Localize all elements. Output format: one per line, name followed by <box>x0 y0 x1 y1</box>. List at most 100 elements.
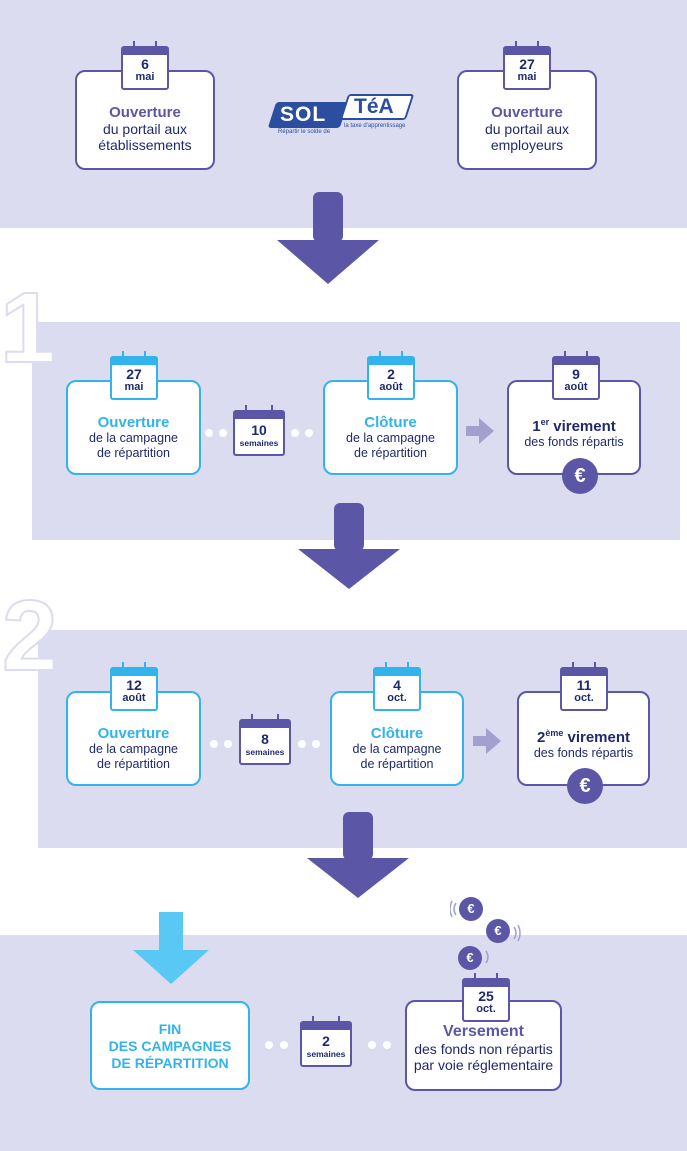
right-arrow-icon <box>473 728 501 754</box>
logo-tagline-left: Répartir le solde de <box>278 129 331 135</box>
calendar-icon: 12 août <box>110 662 158 711</box>
euro-coin-icon: € <box>567 768 603 804</box>
title-prefix: 1 <box>532 418 541 435</box>
euro-coin-icon: € <box>486 919 510 943</box>
calendar-day: 27 <box>519 56 535 72</box>
calendar-month: mai <box>517 71 537 83</box>
calendar-icon: 9 août <box>552 351 600 400</box>
calendar-month: mai <box>135 71 155 83</box>
card-line: du portail aux <box>102 121 188 137</box>
duration-unit: semaines <box>239 438 279 448</box>
card-line: de répartition <box>97 446 170 460</box>
card-line: de répartition <box>354 446 427 460</box>
step-number-1: 1 <box>0 272 57 384</box>
card-line: de répartition <box>360 757 434 771</box>
calendar-month: août <box>379 381 403 393</box>
card-title: Ouverture <box>109 104 181 121</box>
card-line: des fonds non répartis <box>414 1041 553 1057</box>
connector-dot <box>205 429 213 437</box>
card-title: 2ème virement <box>519 725 648 746</box>
duration-value: 10 <box>251 422 267 438</box>
end-line: DE RÉPARTITION <box>111 1055 229 1071</box>
card-line: établissements <box>98 137 192 153</box>
step1-closing-card: Clôture de la campagne de répartition <box>323 380 458 475</box>
duration-unit: semaines <box>245 747 285 757</box>
calendar-month: oct. <box>574 692 594 704</box>
calendar-day: 12 <box>126 677 142 693</box>
title-sup: er <box>540 417 550 427</box>
card-title: Clôture <box>364 414 417 431</box>
logo-text-right: TéA <box>354 95 394 118</box>
calendar-icon: 2 août <box>367 351 415 400</box>
step2-opening-card: Ouverture de la campagne de répartition <box>66 691 201 786</box>
end-of-campaigns-card: FIN DES CAMPAGNES DE RÉPARTITION <box>90 1001 250 1090</box>
connector-dot <box>280 1041 288 1049</box>
calendar-month: oct. <box>387 692 407 704</box>
calendar-day: 25 <box>478 988 494 1004</box>
card-title: Clôture <box>370 725 424 742</box>
title-sup: ème <box>545 728 564 738</box>
card-line: par voie réglementaire <box>413 1057 554 1073</box>
down-arrow-icon <box>307 812 409 898</box>
calendar-day: 11 <box>576 677 592 693</box>
card-line: de la campagne <box>89 742 178 756</box>
euro-coin-icon: € <box>459 897 483 921</box>
card-line: des fonds répartis <box>524 435 624 449</box>
calendar-icon: 27 mai <box>110 351 158 400</box>
card-line: des fonds répartis <box>533 746 634 760</box>
calendar-icon: 25 oct. <box>462 973 510 1022</box>
connector-dot <box>219 429 227 437</box>
calendar-month: août <box>122 692 146 704</box>
connector-dot <box>210 740 218 748</box>
connector-dot <box>312 740 320 748</box>
title-rest: virement <box>549 418 616 435</box>
card-line: du portail aux <box>484 121 570 137</box>
euro-coin-icon: € <box>562 458 598 494</box>
step1-opening-card: Ouverture de la campagne de répartition <box>66 380 201 475</box>
calendar-day: 6 <box>141 56 149 72</box>
card-title: Ouverture <box>97 414 170 431</box>
duration-unit: semaines <box>306 1049 346 1059</box>
calendar-day: 4 <box>393 677 401 693</box>
title-rest: virement <box>563 729 631 746</box>
down-arrow-light-icon <box>133 912 209 984</box>
card-title: Ouverture <box>97 725 170 742</box>
connector-dot <box>291 429 299 437</box>
calendar-month: août <box>564 381 588 393</box>
step-number-2: 2 <box>1 580 59 692</box>
card-title: Versement <box>443 1023 524 1040</box>
duration-badge: 10 semaines <box>233 405 285 456</box>
connector-dot <box>305 429 313 437</box>
motion-lines-icon <box>450 900 521 964</box>
calendar-icon: 6 mai <box>121 41 169 90</box>
calendar-icon: 27 mai <box>503 41 551 90</box>
down-arrow-icon <box>298 503 400 589</box>
calendar-day: 27 <box>126 366 142 382</box>
connector-dot <box>224 740 232 748</box>
logo-text-left: SOL <box>280 103 327 126</box>
duration-value: 8 <box>261 731 269 747</box>
connector-dot <box>368 1041 376 1049</box>
connector-dot <box>383 1041 391 1049</box>
calendar-icon: 4 oct. <box>373 662 421 711</box>
duration-value: 2 <box>322 1033 330 1049</box>
down-arrow-icon <box>277 192 379 284</box>
calendar-day: 9 <box>572 366 580 382</box>
end-line: DES CAMPAGNES <box>108 1038 232 1054</box>
card-title: Ouverture <box>491 104 563 121</box>
card-line: employeurs <box>490 137 564 153</box>
card-line: de répartition <box>97 757 170 771</box>
title-prefix: 2 <box>536 729 546 746</box>
logo-tagline-right: la taxe d'apprentissage <box>344 123 406 129</box>
card-line: de la campagne <box>346 431 435 445</box>
calendar-icon: 11 oct. <box>560 662 608 711</box>
end-line: FIN <box>158 1021 182 1037</box>
duration-badge: 2 semaines <box>300 1016 352 1067</box>
calendar-month: mai <box>124 381 144 393</box>
card-title: 1er virement <box>509 414 639 435</box>
right-arrow-icon <box>466 418 494 444</box>
duration-badge: 8 semaines <box>239 714 291 765</box>
card-line: de la campagne <box>352 742 442 756</box>
calendar-month: oct. <box>476 1003 496 1015</box>
euro-coin-icon: € <box>458 946 482 970</box>
